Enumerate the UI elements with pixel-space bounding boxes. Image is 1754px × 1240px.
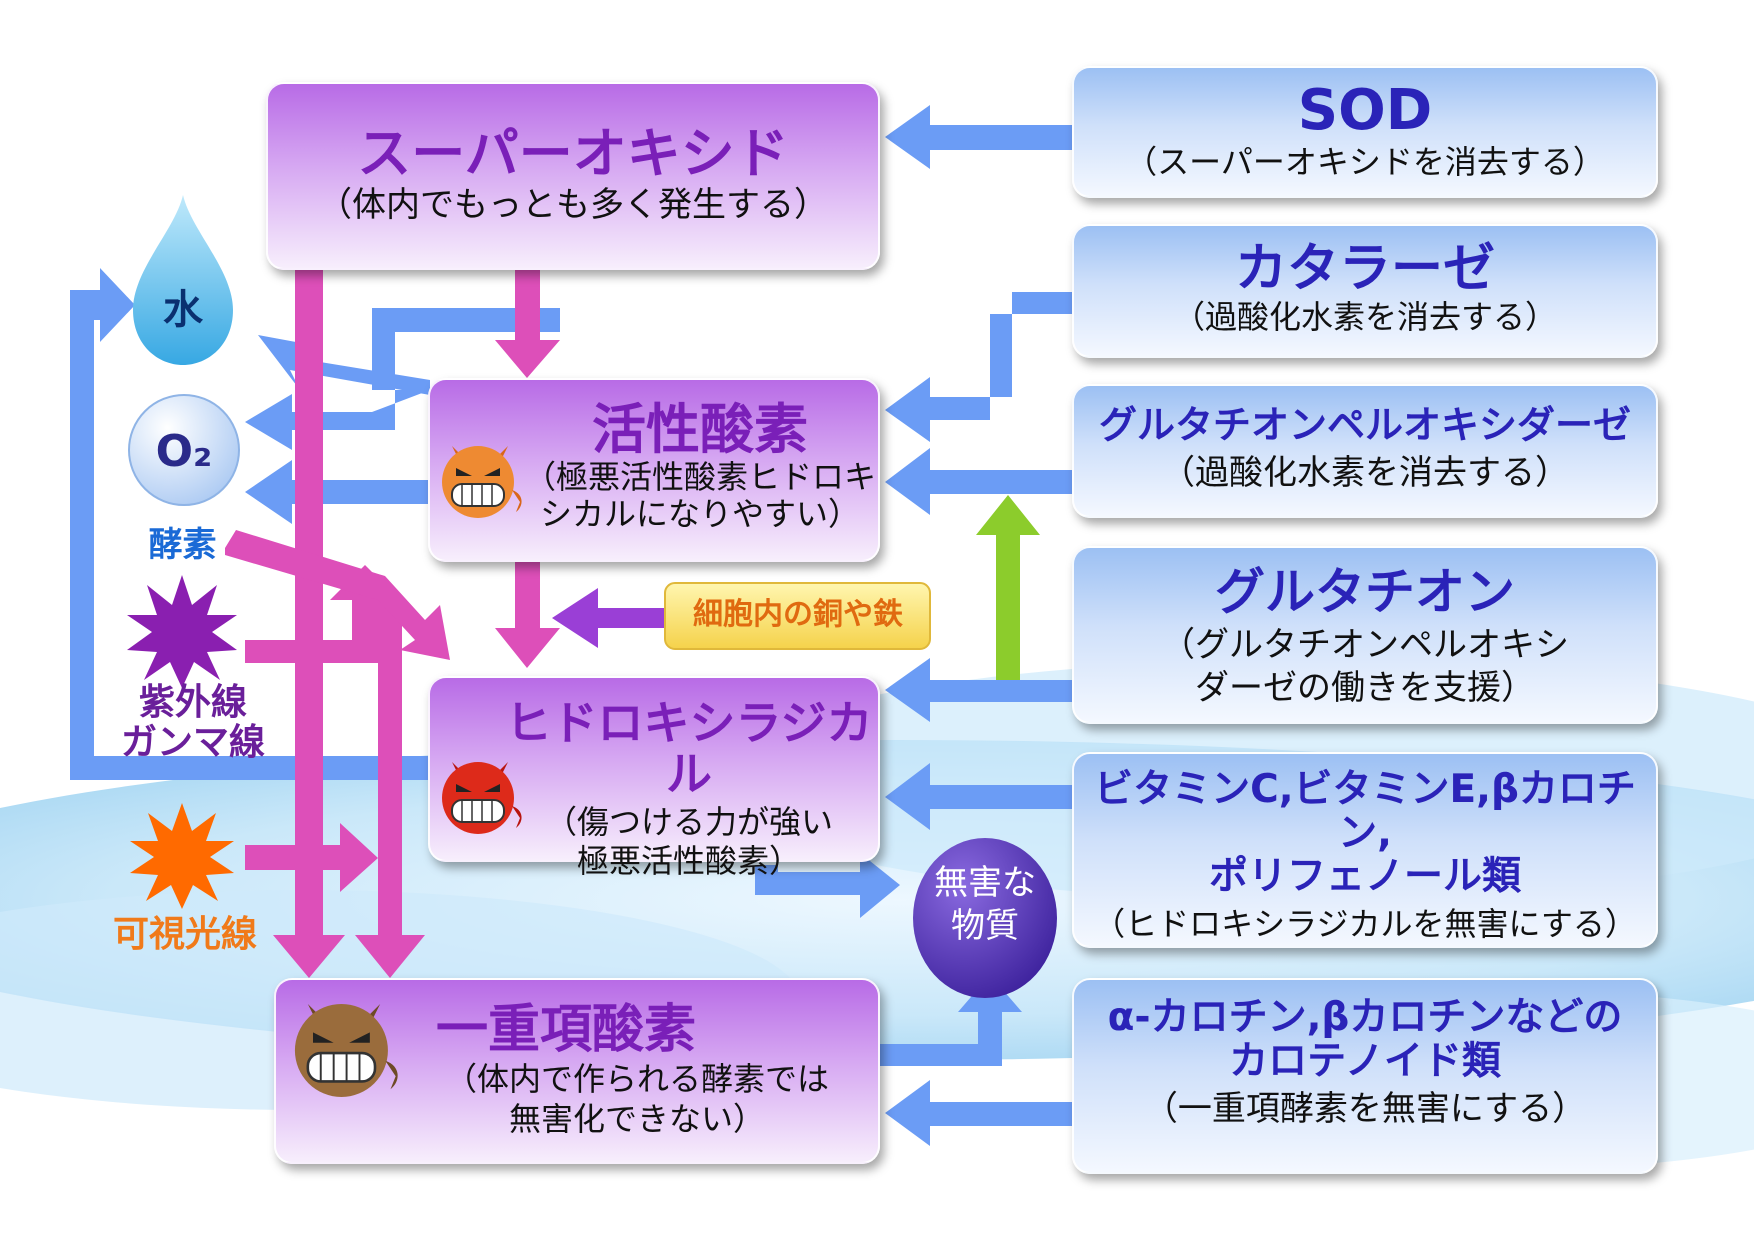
uv-gamma-label: 紫外線 ガンマ線 — [120, 682, 265, 763]
harmless-circle — [913, 838, 1057, 998]
water-drop-icon — [133, 195, 233, 365]
sod-box: SOD （スーパーオキシドを消去する） — [1072, 66, 1658, 198]
o2-label: O₂ — [155, 426, 213, 477]
glutathione-box: グルタチオン （グルタチオンペルオキシ ダーゼの働きを支援） — [1072, 546, 1658, 724]
arrow-hydroxyl-to-harmless — [755, 853, 900, 918]
arrow-light-to-singlet — [355, 600, 425, 978]
enzyme-label: 酵素 — [148, 525, 217, 565]
glutathione-title: グルタチオン — [1215, 563, 1515, 621]
singlet-oxygen-sub: （体内で作られる酵素では 無害化できない） — [444, 1060, 829, 1139]
arrow-copper-iron — [552, 588, 665, 648]
catalase-title: カタラーゼ — [1234, 239, 1495, 299]
pink-arrows — [225, 270, 560, 978]
gpx-title: グルタチオンペルオキシダーゼ — [1098, 403, 1631, 447]
devil-face-icon — [442, 762, 522, 834]
arrow-active-to-hydroxyl — [495, 562, 560, 668]
gpx-sub: （過酸化水素を消去する） — [1161, 452, 1569, 493]
arrow-superoxide-to-singlet — [273, 270, 345, 978]
arrow-hydroxyl-to-water — [70, 268, 430, 780]
uv-star-icon — [127, 575, 237, 688]
arrow-active-to-o2-upper — [245, 308, 560, 450]
water-label: 水 — [163, 287, 203, 333]
arrow-active-to-o2-lower — [245, 460, 430, 524]
glutathione-sub: （グルタチオンペルオキシ ダーゼの働きを支援） — [1161, 625, 1569, 708]
hydroxyl-sub: （傷つける力が強い 極悪活性酸素） — [544, 803, 833, 880]
active-oxygen-box: 活性酸素 （極悪活性酸素ヒドロキ シカルになりやすい） — [428, 378, 880, 562]
hydroxyl-title: ヒドロキシラジカル — [505, 696, 873, 801]
arrow-carotenoids-to-singlet — [885, 1080, 1072, 1146]
visible-light-label: 可視光線 — [112, 914, 257, 955]
catalase-box: カタラーゼ （過酸化水素を消去する） — [1072, 224, 1658, 358]
catalase-sub: （過酸化水素を消去する） — [1172, 298, 1557, 337]
arrow-active-to-water — [258, 335, 430, 395]
o2-circle — [128, 394, 240, 506]
carotenoids-sub: （一重項酵素を無害にする） — [1143, 1089, 1587, 1130]
carotenoids-box: α-カロチン,βカロチンなどの カロテノイド類 （一重項酵素を無害にする） — [1072, 978, 1658, 1174]
superoxide-title: スーパーオキシド — [357, 122, 789, 185]
harmless-label: 無害な 物質 — [934, 863, 1036, 946]
arrow-enzyme-to-hydroxyl — [225, 530, 450, 660]
arrow-glutathione-supports-gpx — [976, 495, 1040, 680]
gpx-box: グルタチオンペルオキシダーゼ （過酸化水素を消去する） — [1072, 384, 1658, 518]
sod-sub: （スーパーオキシドを消去する） — [1125, 142, 1605, 181]
active-oxygen-sub: （極悪活性酸素ヒドロキ シカルになりやすい） — [523, 458, 876, 534]
copper-iron-box — [664, 582, 931, 650]
arrow-sod-to-superoxide — [885, 105, 1072, 169]
vitamins-title: ビタミンC,ビタミンE,βカロチン, ポリフェノール類 — [1094, 767, 1636, 900]
sod-title: SOD — [1297, 78, 1433, 143]
light-star-icon — [130, 803, 234, 909]
devil-face-icon — [442, 446, 522, 518]
singlet-oxygen-title: 一重項酸素 — [436, 1000, 697, 1060]
arrow-glutathione-to-hydroxyl — [885, 658, 1072, 722]
active-oxygen-title: 活性酸素 — [592, 398, 808, 461]
copper-iron-label: 細胞内の銅や鉄 — [693, 597, 903, 632]
arrow-superoxide-to-active — [495, 270, 560, 378]
superoxide-sub: （体内でもっとも多く発生する） — [318, 185, 828, 226]
devil-face-icon — [294, 1003, 398, 1097]
arrow-visible-light — [245, 823, 378, 892]
vitamins-box: ビタミンC,ビタミンE,βカロチン, ポリフェノール類 （ヒドロキシラジカルを無… — [1072, 752, 1658, 948]
arrow-vitamins-to-hydroxyl — [885, 763, 1072, 830]
arrow-catalase-to-active — [885, 292, 1072, 442]
vitamins-sub: （ヒドロキシラジカルを無害にする） — [1093, 905, 1637, 944]
arrow-gpx-to-active — [885, 448, 1072, 515]
carotenoids-title: α-カロチン,βカロチンなどの カロテノイド類 — [1107, 995, 1623, 1084]
superoxide-box: スーパーオキシド （体内でもっとも多く発生する） — [266, 82, 880, 270]
